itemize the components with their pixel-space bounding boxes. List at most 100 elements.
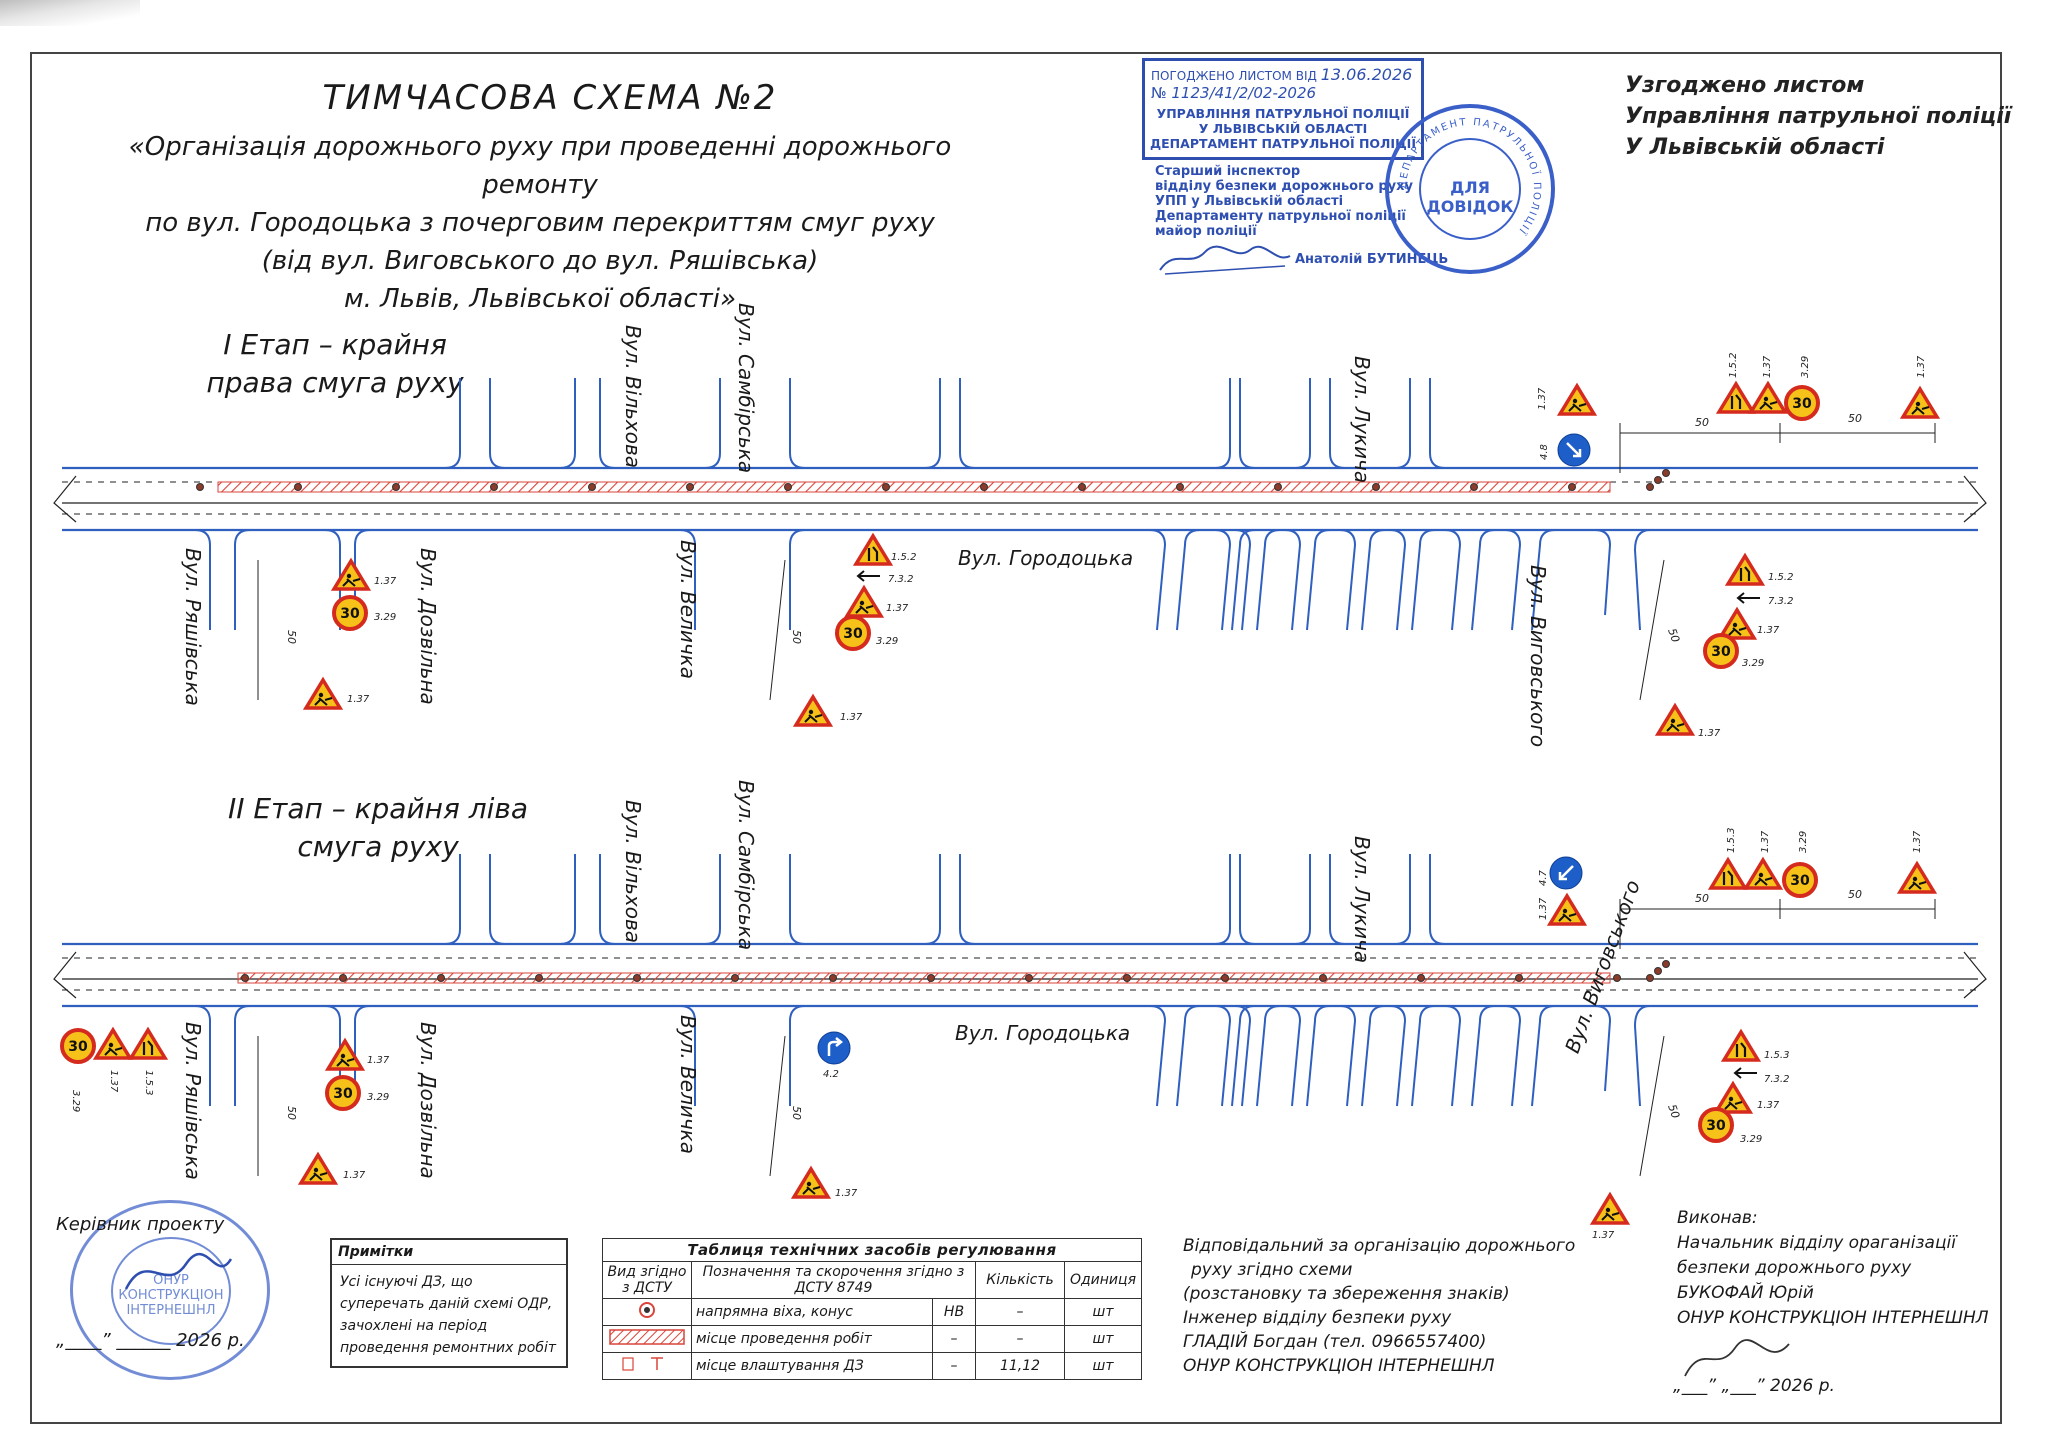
- stage2-main-street-label: Вул. Городоцька: [955, 1021, 1131, 1045]
- stage1-label: I Етап – крайня права смуга руху: [205, 326, 465, 402]
- table-cell: –: [975, 1325, 1065, 1353]
- approval-note: Узгоджено листом Управління патрульної п…: [1625, 70, 2011, 163]
- table-row: напрямна віха, конус НВ – шт: [602, 1298, 1142, 1326]
- stage1-label-line: I Етап – крайня: [223, 328, 447, 361]
- table-cell: 11,12: [975, 1352, 1065, 1380]
- responsible-line: Інженер відділу безпеки руху: [1183, 1308, 1452, 1328]
- executor-line: Начальник відділу орагані­зації: [1677, 1233, 1956, 1253]
- stage1-street-vilkhova: Вул. Вільхова: [621, 325, 645, 469]
- responsible-line: ГЛАДІЙ Богдан (тел. 0966557400): [1183, 1332, 1487, 1352]
- signature-icon: [1159, 245, 1291, 275]
- table-header-row: Вид згідно з ДСТУ Позначення та скорочен…: [602, 1261, 1142, 1299]
- stage1-main-street-label: Вул. Городоцька: [958, 546, 1134, 570]
- stage1-label-line: права смуга руху: [206, 366, 464, 399]
- responsible-line: (розстановку та збереження знаків): [1183, 1284, 1510, 1304]
- drawing-frame: [30, 52, 2002, 1424]
- cone-symbol-icon: [602, 1298, 692, 1326]
- signer-line: майор поліції: [1155, 224, 1257, 239]
- table-cell: шт: [1064, 1352, 1142, 1380]
- stage1-street-lukycha: Вул. Лукича: [1350, 356, 1374, 484]
- table-header-cell: Позначення та скорочення згідно з ДСТУ 8…: [691, 1261, 976, 1299]
- table-cell: –: [932, 1352, 976, 1380]
- stage2-street-lukycha: Вул. Лукича: [1350, 836, 1374, 964]
- stage1-street-vyhovskoho: Вул. Виговського: [1526, 565, 1550, 748]
- stage1-street-dozvilna: Вул. Дозвільна: [416, 548, 440, 705]
- signer-name: Анатолій БУТИНЕЦЬ: [1295, 252, 1449, 267]
- subtitle-line: «Організація дорожнього руху при проведе…: [128, 132, 952, 200]
- table-cell: –: [975, 1298, 1065, 1326]
- signer-line: Департаменту патрульної поліції: [1155, 209, 1406, 224]
- work-zone-symbol-icon: [602, 1325, 692, 1353]
- stage2-label: II Етап – крайня ліва смуга руху: [218, 790, 538, 866]
- signer-line: Старший інспектор: [1155, 164, 1301, 179]
- stage1-street-riashivska: Вул. Ряшівська: [181, 548, 205, 706]
- manager-signature-icon: [124, 1252, 233, 1290]
- scheme-title: ТИМЧАСОВА СХЕМА №2: [322, 78, 778, 118]
- scheme-subtitle: «Організація дорожнього руху при проведе…: [80, 128, 1000, 318]
- police-signer-block: Старший інспектор відділу безпеки дорожн…: [1155, 164, 1448, 275]
- table-header-cell: Одиниця: [1064, 1261, 1142, 1299]
- table-cell: шт: [1064, 1325, 1142, 1353]
- executor-line: ОНУР КОНСТРУКЦІОН ІНТЕРНЕШНЛ: [1677, 1308, 1989, 1328]
- subtitle-line: по вул. Городоцька з почерговим перекрит…: [145, 208, 935, 238]
- stage1-street-velychka: Вул. Величка: [676, 540, 700, 680]
- stamp-org-line: УПРАВЛІННЯ ПАТРУЛЬНОЇ ПОЛІЦІЇ: [1156, 106, 1410, 121]
- round-stamp-center-line: ДЛЯ: [1450, 178, 1490, 197]
- project-manager-block: Керівник проекту „____” ______ 2026 р.: [56, 1214, 245, 1351]
- signer-line: відділу безпеки дорожнього руху: [1155, 179, 1413, 194]
- responsible-block: Відповідальний за організацію дорожнього…: [1183, 1234, 1575, 1378]
- table-header-cell: Вид згідно з ДСТУ: [602, 1261, 692, 1299]
- stamp-agreed-date: 13.06.2026: [1320, 65, 1413, 84]
- table-cell: місце проведення робіт: [691, 1325, 933, 1353]
- subtitle-line: м. Львів, Львівської області»: [343, 284, 737, 314]
- project-manager-label: Керівник проекту: [56, 1214, 225, 1235]
- responsible-line: Відповідальний за організацію дорожнього: [1183, 1236, 1576, 1256]
- notes-box: Примітки Усі існуючі ДЗ, що суперечать д…: [330, 1238, 568, 1368]
- executor-line: Виконав:: [1677, 1208, 1758, 1228]
- table-cell: НВ: [932, 1298, 976, 1326]
- project-manager-date: „____” ______ 2026 р.: [56, 1330, 245, 1351]
- stamp-org-line: ДЕПАРТАМЕНТ ПАТРУЛЬНОЇ ПОЛІЦІЇ: [1150, 136, 1416, 151]
- table-cell: напрямна віха, конус: [691, 1298, 933, 1326]
- signer-line: УПП у Львівській області: [1155, 194, 1344, 209]
- stage2-street-riashivska: Вул. Ряшівська: [181, 1022, 205, 1180]
- executor-block: Виконав: Начальник відділу орагані­зації…: [1673, 1206, 1989, 1396]
- stamp-agreed-label: ПОГОДЖЕНО ЛИСТОМ ВІД: [1151, 69, 1317, 83]
- company-seal-text: ОНУР КОНСТРУКЦІОН ІНТЕРНЕШНЛ: [111, 1237, 231, 1345]
- sign-post-symbol-icon: [602, 1352, 692, 1380]
- table-row: місце влаштування ДЗ – 11,12 шт: [602, 1352, 1142, 1380]
- stamp-number: 1123/41/2/02-2026: [1171, 84, 1317, 102]
- round-stamp-center-line: ДОВІДОК: [1426, 197, 1514, 216]
- executor-line: безпеки дорожнього руху: [1677, 1258, 1912, 1278]
- executor-signature-icon: [1684, 1339, 1790, 1377]
- responsible-line: руху згідно схеми: [1191, 1260, 1353, 1280]
- company-round-seal: ОНУР КОНСТРУКЦІОН ІНТЕРНЕШНЛ: [70, 1200, 270, 1380]
- table-cell: місце влаштування ДЗ: [691, 1352, 933, 1380]
- approval-line: У Львівській області: [1625, 135, 1885, 160]
- notes-body: Усі існуючі ДЗ, що суперечать даній схем…: [340, 1274, 556, 1356]
- table-cell: –: [932, 1325, 976, 1353]
- round-stamp-inner: [1419, 138, 1521, 240]
- stage2-label-line: II Етап – крайня ліва: [227, 792, 529, 825]
- stage2-street-velychka: Вул. Величка: [676, 1015, 700, 1155]
- stage1-street-sambirska: Вул. Самбірська: [734, 303, 758, 474]
- approval-line: Управління патрульної поліції: [1625, 104, 2012, 129]
- police-round-stamp: ДЕПАРТАМЕНТ ПАТРУЛЬНОЇ ПОЛІЦІЇ ДЛЯ ДОВІД…: [1385, 104, 1555, 274]
- tech-means-table: Таблиця технічних засобів регулювання Ви…: [602, 1238, 1142, 1380]
- executor-date: „___” „___” 2026 р.: [1673, 1376, 1835, 1396]
- round-stamp-center: ДЛЯ ДОВІДОК: [1389, 178, 1551, 216]
- table-cell: шт: [1064, 1298, 1142, 1326]
- stage2-street-sambirska: Вул. Самбірська: [734, 780, 758, 951]
- tech-table-caption: Таблиця технічних засобів регулювання: [602, 1238, 1142, 1261]
- approval-line: Узгоджено листом: [1625, 73, 1865, 98]
- table-header-cell: Кількість: [975, 1261, 1065, 1299]
- responsible-line: ОНУР КОНСТРУКЦІОН ІНТЕРНЕШНЛ: [1183, 1356, 1495, 1376]
- notes-header: Примітки: [332, 1240, 566, 1265]
- stage2-street-vilkhova: Вул. Вільхова: [621, 800, 645, 944]
- stamp-number-label: №: [1151, 84, 1167, 102]
- stage2-street-dozvilna: Вул. Дозвільна: [416, 1022, 440, 1179]
- subtitle-line: (від вул. Виговського до вул. Ряшівська): [261, 246, 819, 276]
- table-row: місце проведення робіт – – шт: [602, 1325, 1142, 1353]
- executor-line: БУКОФАЙ Юрій: [1677, 1283, 1814, 1303]
- stamp-org-line: У ЛЬВІВСЬКІЙ ОБЛАСТІ: [1198, 121, 1368, 136]
